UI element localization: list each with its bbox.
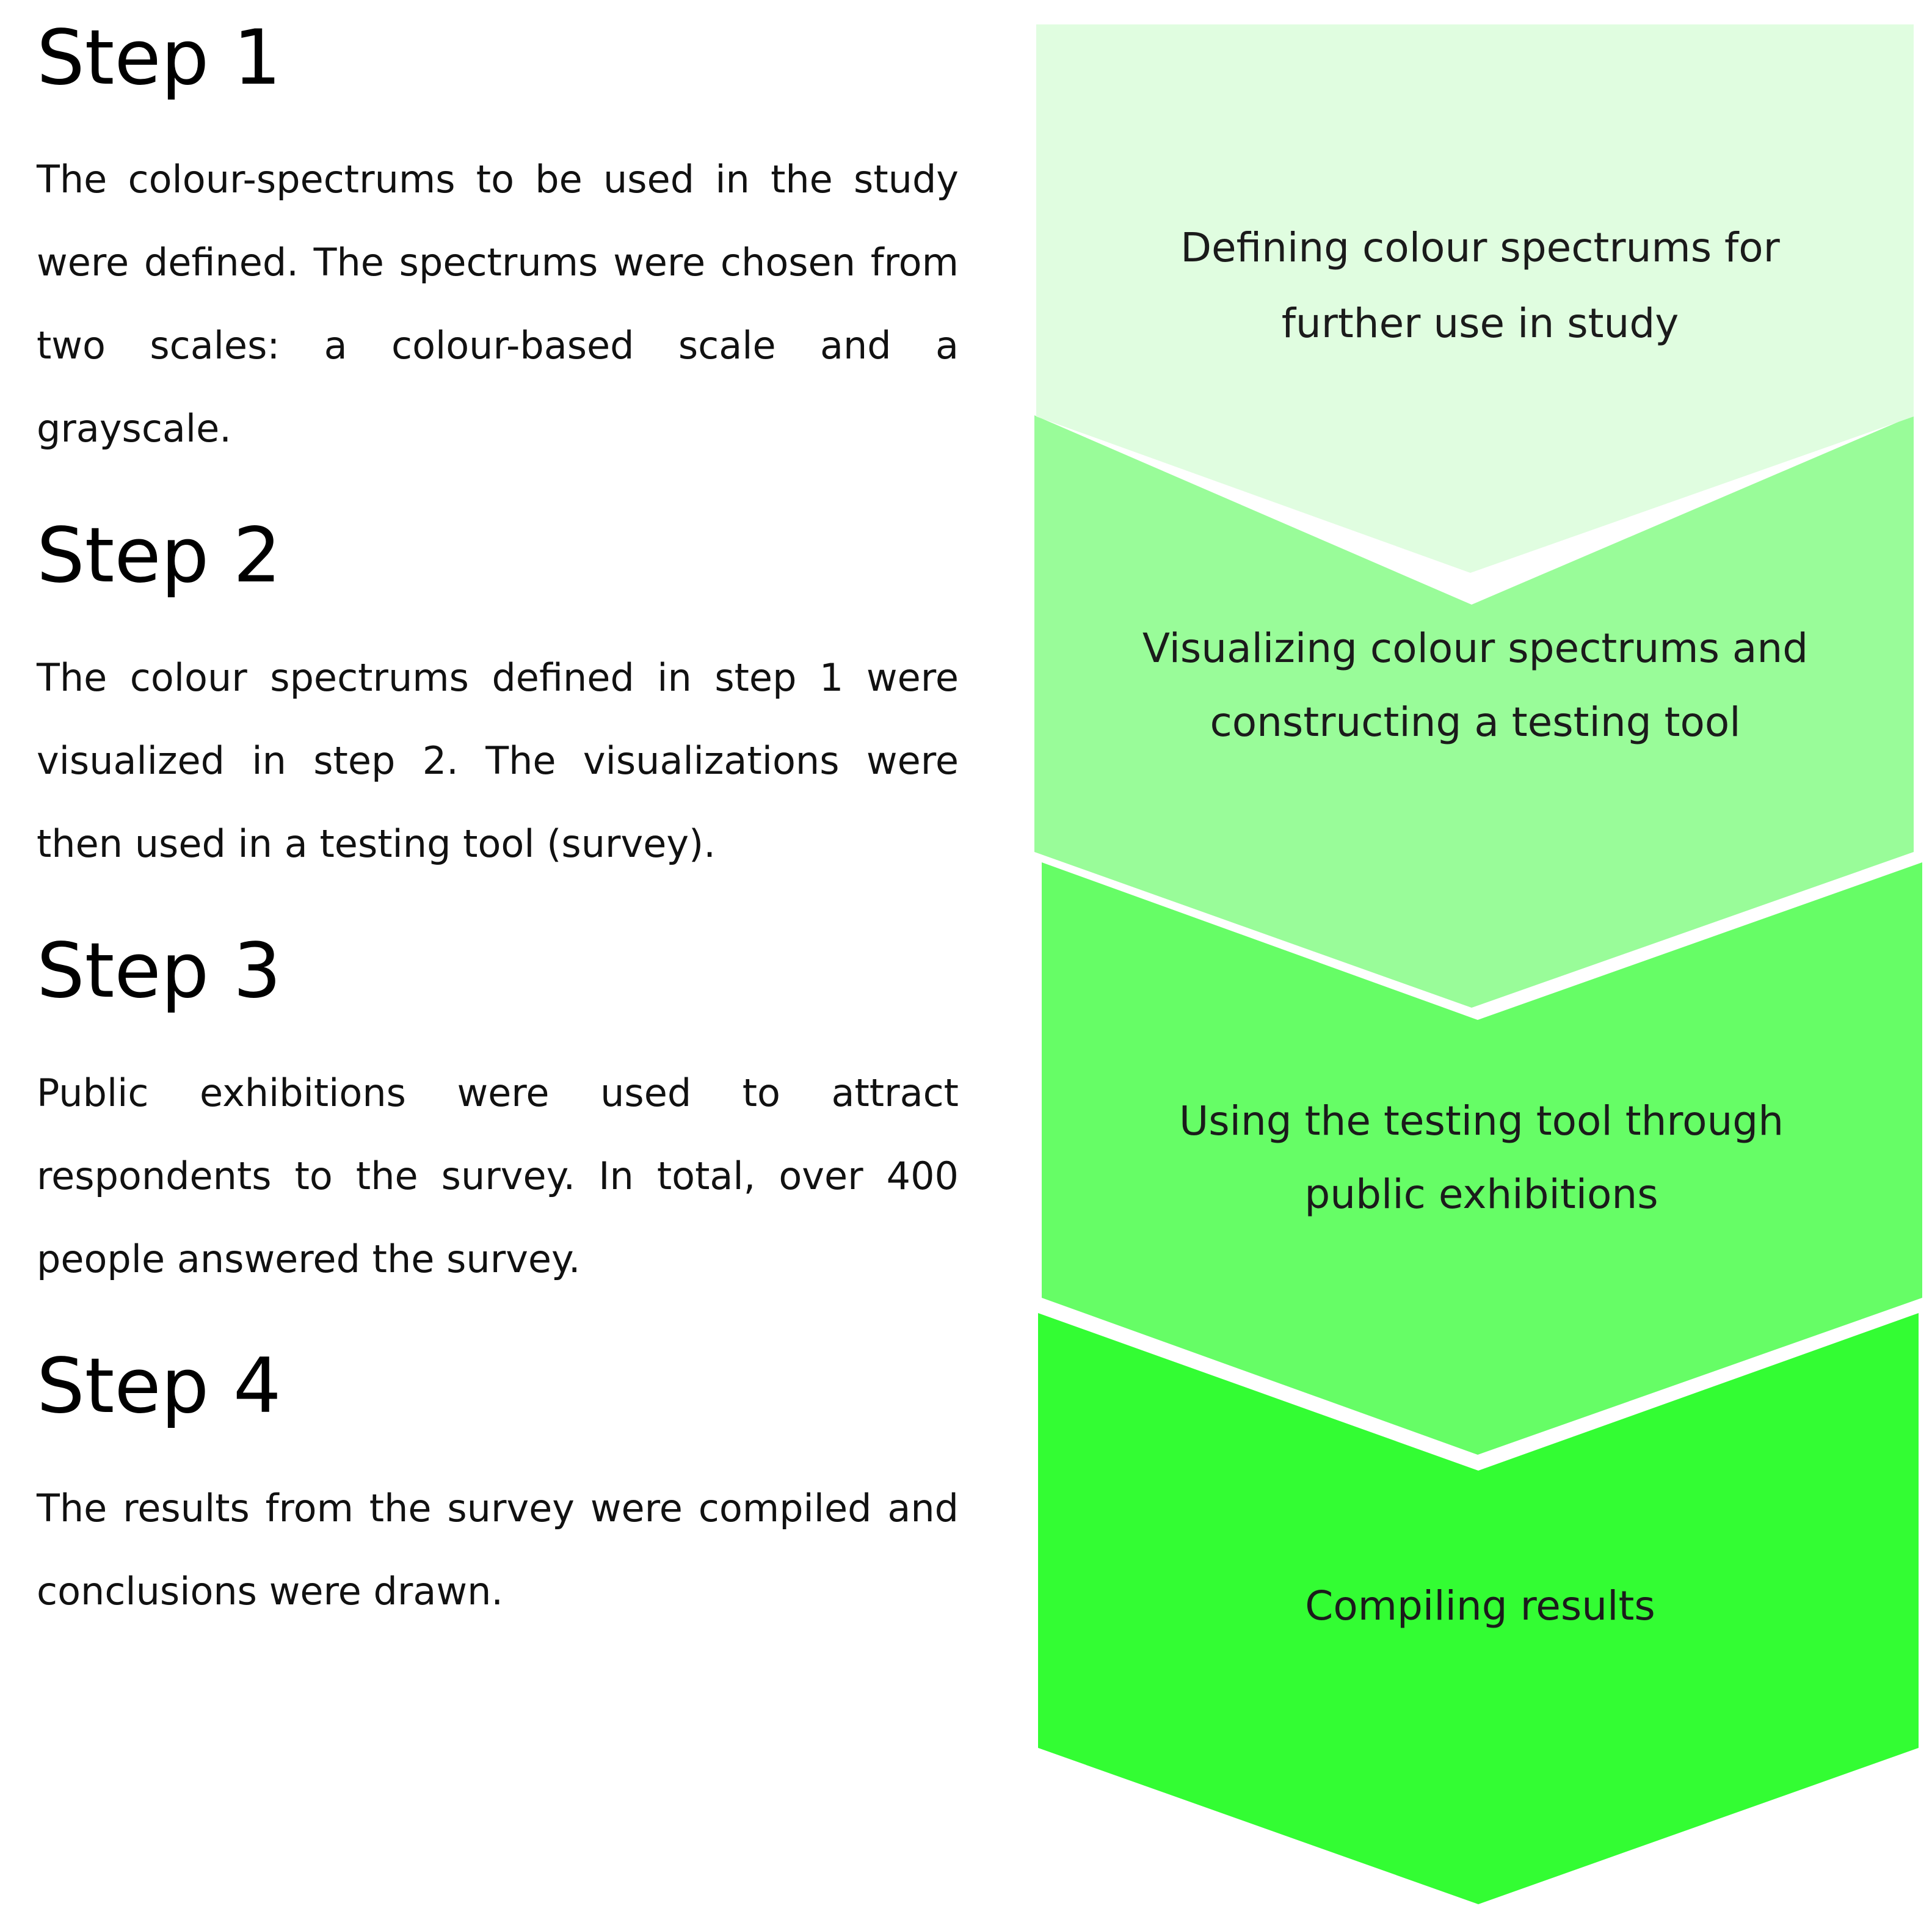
stage-3-label-line-2: public exhibitions xyxy=(1304,1171,1658,1218)
stage-2-chevron xyxy=(1034,415,1914,1008)
stage-1-label-line-2: further use in study xyxy=(1282,300,1679,347)
step-1-description: The colour-spectrums to be used in the s… xyxy=(37,157,959,451)
stage-1-label-line-1: Defining colour spectrums for xyxy=(1180,224,1780,271)
stage-3-label-line-1: Using the testing tool through xyxy=(1179,1097,1784,1144)
step-4-description: The results from the survey were compile… xyxy=(37,1486,959,1614)
stage-1-chevron xyxy=(1036,24,1914,573)
step-4-title: Step 4 xyxy=(37,1342,281,1430)
step-2-title: Step 2 xyxy=(37,512,281,600)
step-3-title: Step 3 xyxy=(37,927,281,1015)
step-1-title: Step 1 xyxy=(37,14,281,102)
stage-4-chevron xyxy=(1038,1313,1919,1904)
stage-4-label: Compiling results xyxy=(1305,1582,1655,1629)
steps-description: Step 1 The colour-spectrums to be used i… xyxy=(37,14,959,1614)
stage-3-chevron xyxy=(1042,862,1922,1455)
step-3-description: Public exhibitions were used to attract … xyxy=(37,1071,959,1281)
stage-2-label-line-1: Visualizing colour spectrums and xyxy=(1142,625,1808,672)
step-2-description: The colour spectrums defined in step 1 w… xyxy=(37,655,959,866)
stage-2-label-line-2: constructing a testing tool xyxy=(1210,699,1740,746)
